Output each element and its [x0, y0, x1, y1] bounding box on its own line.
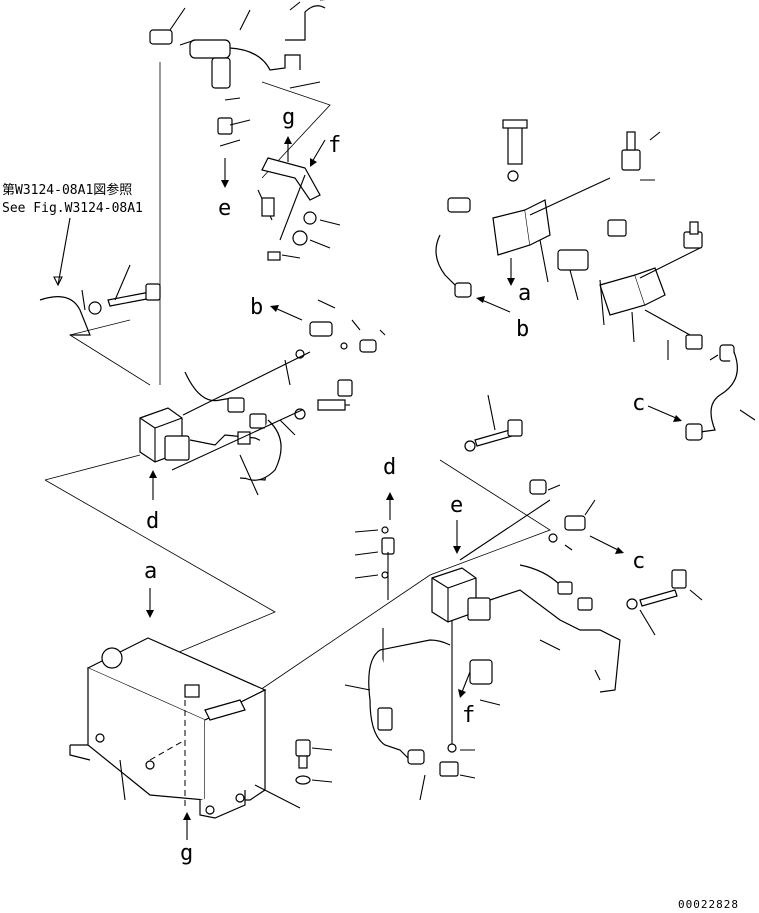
arrow-f-center [461, 671, 471, 693]
label-d-left: d [146, 509, 159, 534]
bolt-bottom [254, 739, 333, 809]
mounting-bracket [69, 637, 267, 819]
top-tee-assembly [149, 0, 326, 147]
bolt-center [464, 394, 523, 452]
label-e-top: e [218, 196, 231, 221]
label-a-bottom: a [144, 559, 157, 584]
label-c-center: c [632, 549, 645, 574]
reference-note-jp: 第W3124-08A1図参照 [2, 182, 132, 198]
label-e-center: e [450, 493, 463, 518]
drawing-code: 00022828 [678, 898, 739, 911]
arrow-c-right [647, 405, 677, 419]
left-valve-assembly [139, 299, 386, 496]
label-f-top: f [328, 133, 341, 158]
label-f-center: f [462, 703, 475, 728]
arrow-f-top [311, 139, 326, 163]
connector-lines-left [44, 319, 276, 661]
reference-arrowhead [53, 276, 63, 287]
connector-lines-center [259, 459, 551, 691]
bolt-right [626, 569, 703, 636]
reference-note-en: See Fig.W3124-08A1 [2, 201, 143, 216]
label-d-center: d [383, 455, 396, 480]
label-a-right: a [518, 281, 531, 306]
reference-leader [57, 217, 71, 286]
label-g-bottom: g [180, 841, 193, 866]
center-valve-assembly [344, 479, 621, 801]
label-b-right: b [516, 317, 529, 342]
arrow-b-right [481, 299, 511, 313]
bolt-left [39, 264, 161, 336]
label-c-right: c [632, 391, 645, 416]
label-g-top: g [282, 105, 295, 130]
center-line-2 [261, 81, 331, 179]
arrow-c-center [589, 535, 619, 551]
arrow-b-left [274, 307, 303, 321]
bracket-top [257, 157, 341, 261]
label-b-left: b [250, 295, 263, 320]
upper-right-valve-assembly [435, 119, 756, 441]
